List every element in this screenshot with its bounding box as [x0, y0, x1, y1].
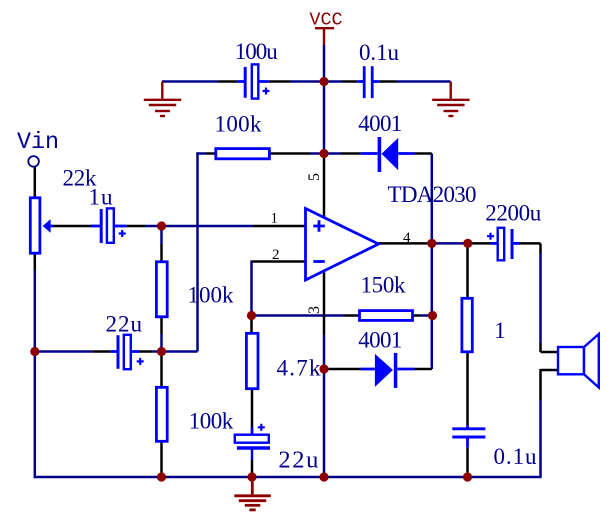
svg-text:150k: 150k	[361, 273, 407, 298]
svg-text:22u: 22u	[278, 447, 318, 474]
svg-text:0.1u: 0.1u	[494, 444, 538, 469]
svg-text:4: 4	[403, 230, 411, 246]
svg-text:4001: 4001	[358, 111, 402, 136]
svg-text:TDA2030: TDA2030	[388, 182, 477, 207]
svg-text:22k: 22k	[63, 166, 98, 191]
svg-text:2: 2	[272, 247, 280, 263]
svg-text:2200u: 2200u	[485, 201, 542, 226]
svg-text:100k: 100k	[189, 409, 234, 434]
svg-text:1: 1	[271, 211, 279, 227]
svg-text:100k: 100k	[215, 112, 263, 137]
svg-text:22u: 22u	[106, 312, 143, 337]
svg-text:VCC: VCC	[309, 10, 342, 31]
svg-text:1u: 1u	[89, 185, 114, 210]
svg-text:0.1u: 0.1u	[359, 40, 400, 65]
svg-text:Vin: Vin	[17, 130, 59, 156]
svg-text:100u: 100u	[235, 39, 279, 64]
svg-text:4.7k: 4.7k	[277, 356, 322, 381]
svg-text:100k: 100k	[188, 283, 235, 308]
svg-text:5: 5	[306, 173, 323, 181]
svg-text:1: 1	[494, 318, 506, 343]
svg-text:4001: 4001	[358, 328, 402, 353]
svg-text:3: 3	[306, 306, 323, 314]
